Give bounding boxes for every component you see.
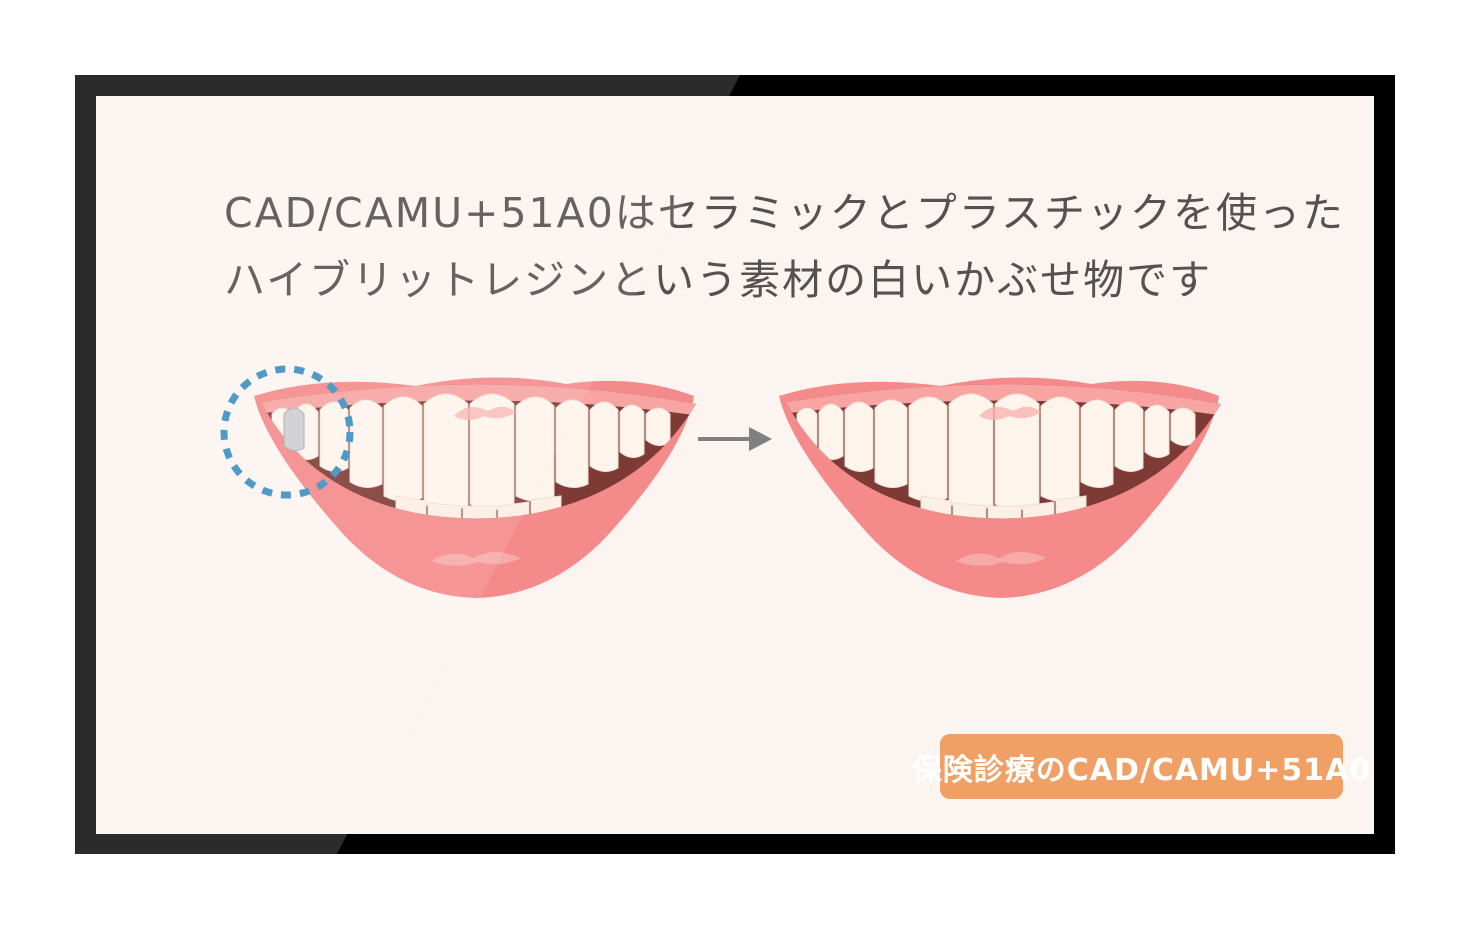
right-arrow-icon xyxy=(698,427,772,451)
dotted-circle-icon xyxy=(220,365,354,499)
slide-screen: CAD/CAMU+51A0はセラミックとプラスチックを使った ハイブリットレジン… xyxy=(96,96,1374,834)
headline-line-1: CAD/CAMU+51A0はセラミックとプラスチックを使った xyxy=(224,189,1345,237)
monitor-frame: CAD/CAMU+51A0はセラミックとプラスチックを使った ハイブリットレジン… xyxy=(75,75,1395,854)
insurance-cadcam-badge: 保険診療のCAD/CAMU+51A0 xyxy=(912,734,1370,799)
smile-after xyxy=(779,377,1221,598)
smile-before xyxy=(254,377,696,598)
badge-label: 保険診療のCAD/CAMU+51A0 xyxy=(911,752,1372,788)
smile-comparison-illustration xyxy=(220,365,1221,598)
headline-line-2: ハイブリットレジンという素材の白いかぶせ物です xyxy=(224,256,1213,304)
slide-headline: CAD/CAMU+51A0はセラミックとプラスチックを使った ハイブリットレジン… xyxy=(224,180,1345,314)
